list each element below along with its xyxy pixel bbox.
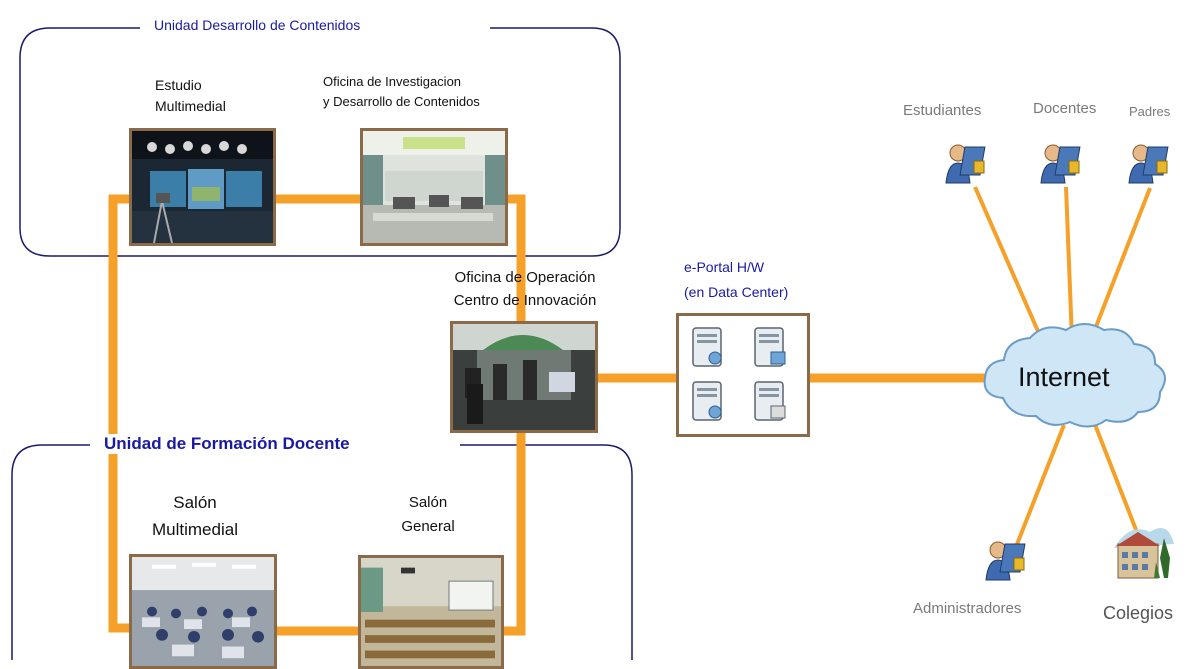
school-building-icon (1110, 518, 1178, 582)
eportal-server-box (676, 313, 810, 437)
multimedia-room-photo (129, 554, 277, 669)
operation-office-label-line1: Oficina de Operación (454, 269, 596, 286)
general-room-label-line1: Salón (408, 494, 448, 511)
internet-label: Internet (1018, 362, 1110, 392)
link-internet-students (973, 186, 1046, 346)
eportal-label-line1: e-Portal H/W (684, 259, 765, 275)
multimedia-room-label-line1: Salón (173, 493, 217, 512)
link-internet-parents (1088, 187, 1152, 343)
link-operation-general (503, 432, 526, 636)
link-left-loop (108, 194, 131, 633)
internet-cloud (983, 323, 1166, 428)
studio-label-line1: Estudio (155, 77, 202, 93)
parents-label: Padres (1129, 104, 1171, 119)
link-research-operation (507, 194, 526, 322)
server-icon-4 (754, 381, 786, 421)
research-office-label-line1: Oficina de Investigacion (323, 74, 462, 89)
studio-photo (129, 128, 276, 246)
server-icon-3 (692, 381, 722, 421)
students-user-icon (944, 141, 990, 185)
content-unit-title: Unidad Desarrollo de Contenidos (146, 17, 369, 33)
general-room-label: Salón General (383, 491, 473, 539)
link-lines (108, 194, 1000, 636)
operation-office-photo (450, 321, 598, 433)
operation-office-label-line2: Centro de Innovación (453, 292, 597, 309)
multimedia-room-label: Salón Multimedial (140, 489, 250, 543)
studio-label: Estudio Multimedial (155, 75, 226, 117)
research-office-label-line2: y Desarrollo de Contenidos (323, 94, 480, 109)
link-internet-teachers (1064, 186, 1074, 341)
teacher-unit-title: Unidad de Formación Docente (96, 434, 358, 454)
admins-user-icon (984, 538, 1030, 582)
teacher-unit-boundary (11, 444, 633, 660)
eportal-label-line2: (en Data Center) (684, 284, 789, 300)
studio-label-line2: Multimedial (155, 98, 226, 114)
general-room-label-line2: General (401, 518, 455, 535)
research-office-label: Oficina de Investigacion y Desarrollo de… (323, 72, 480, 112)
parents-user-icon (1127, 141, 1173, 185)
link-internet-schools (1092, 421, 1142, 541)
link-internet-admins (1008, 424, 1066, 563)
general-room-photo (358, 555, 504, 669)
eportal-label: e-Portal H/W (en Data Center) (684, 255, 788, 305)
operation-office-label: Oficina de Operación Centro de Innovació… (420, 266, 630, 312)
admins-label: Administradores (913, 600, 1022, 617)
students-label: Estudiantes (903, 102, 982, 119)
schools-label: Colegios (1103, 603, 1174, 623)
server-icon-2 (754, 327, 786, 367)
teachers-user-icon (1039, 141, 1085, 185)
content-unit-boundary (19, 27, 621, 257)
server-icons (692, 327, 786, 421)
multimedia-room-label-line2: Multimedial (152, 520, 238, 539)
server-icon-1 (692, 327, 722, 367)
teachers-label: Docentes (1033, 100, 1097, 117)
research-office-photo (360, 128, 508, 246)
internet-links (973, 186, 1152, 563)
